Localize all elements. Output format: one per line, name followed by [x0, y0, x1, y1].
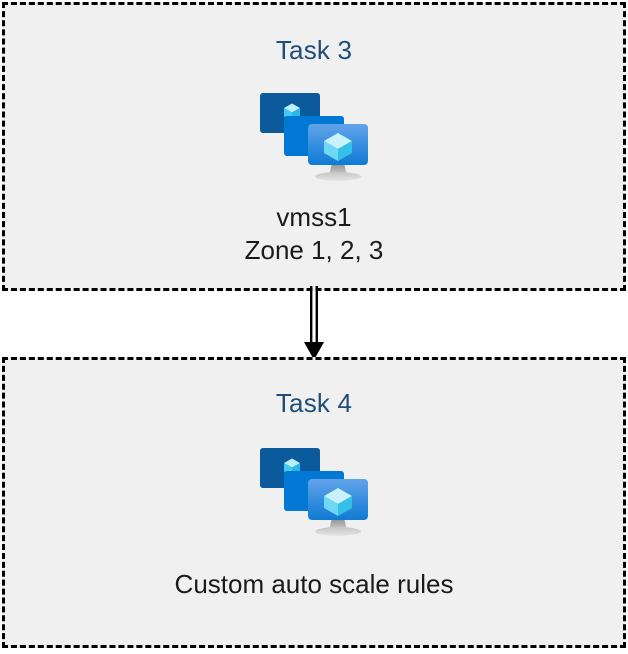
down-arrow-icon [304, 286, 324, 360]
panel-caption-task-3: vmss1 Zone 1, 2, 3 [245, 201, 384, 268]
caption-line: Zone 1, 2, 3 [244, 235, 384, 266]
panel-task-4: Task 4 [2, 357, 626, 648]
panel-title-task-4: Task 4 [275, 388, 353, 418]
vmss-icon [260, 448, 368, 536]
vmss-icon-wrapper-task-3 [250, 79, 378, 183]
panel-caption-task-4: Custom auto scale rules [175, 568, 454, 601]
panel-title-task-3: Task 3 [275, 35, 353, 65]
vmss-icon [260, 93, 368, 181]
vmss-icon-wrapper-task-4 [250, 434, 378, 538]
panel-task-3: Task 3 [2, 2, 626, 291]
caption-line: Custom auto scale rules [174, 569, 454, 599]
caption-line: vmss1 [276, 202, 352, 232]
